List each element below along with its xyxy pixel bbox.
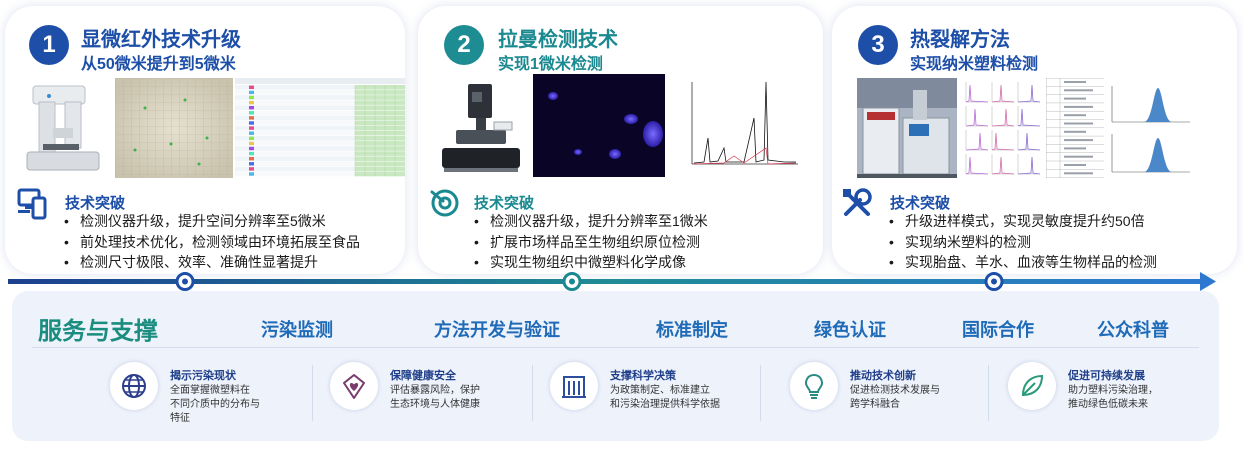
feature-tech-innovation: 推动技术创新 促进检测技术发展与 跨学科融合 [790,362,1000,422]
breakthrough-list: 检测仪器升级，提升空间分辨率至5微米 前处理技术优化，检测领域由环境拓展至食品 … [62,211,360,273]
globe-icon [110,362,158,410]
list-item: 升级进样模式，实现灵敏度提升约50倍 [887,211,1157,232]
pyrolysis-instrument-image [857,78,957,178]
chromatogram-grid-image [962,78,1044,178]
timeline-arrow [8,272,1216,291]
stage-title: 显微红外技术升级 [81,29,241,51]
heart-shield-icon [330,362,378,410]
raman-instrument-image [436,78,526,178]
timeline-node-2 [562,272,582,291]
list-item: 检测仪器升级，提升分辨率至1微米 [472,211,708,232]
breakthrough-list: 升级进样模式，实现灵敏度提升约50倍 实现纳米塑料的检测 实现胎盘、羊水、血液等… [887,211,1157,273]
feature-desc-line: 促进检测技术发展与 [850,385,940,396]
breakthrough-list: 检测仪器升级，提升分辨率至1微米 扩展市场样品至生物组织原位检测 实现生物组织中… [472,211,708,273]
category-method-development: 方法开发与验证 [434,320,560,340]
divider [760,365,761,421]
feature-description: 全面掌握微塑料在 不同介质中的分布与 特征 [170,384,260,426]
breakthrough-label: 技术突破 [890,195,951,212]
feature-sustainability: 促进可持续发展 助力塑料污染治理， 推动绿色低碳未来 [1008,362,1218,422]
feature-health-safety: 保障健康安全 评估暴露风险，保护 生态环境与人体健康 [330,362,540,422]
feature-title: 促进可持续发展 [1068,370,1145,382]
pyrolysis-peaks-image [1104,78,1194,178]
feature-desc-line: 为政策制定、标准建立 [610,385,710,396]
timeline-node-3 [984,272,1004,291]
feature-title: 支撑科学决策 [610,370,676,382]
target-icon [428,186,462,225]
stage-title: 热裂解方法 [910,29,1010,51]
feature-desc-line: 推动绿色低碳未来 [1068,399,1148,410]
compound-table-image [1046,78,1106,178]
list-item: 检测尺寸极限、效率、准确性显著提升 [62,252,360,273]
breakthrough-label: 技术突破 [65,195,126,212]
category-international-cooperation: 国际合作 [962,320,1034,340]
category-public-education: 公众科普 [1097,320,1169,340]
building-icon [550,362,598,410]
stage-card-1: 1 显微红外技术升级 从50微米提升到5微米 [5,6,405,274]
feature-description: 为政策制定、标准建立 和污染治理提供科学依据 [610,384,720,412]
timeline-node-1 [175,272,195,291]
feature-title: 揭示污染现状 [170,370,236,382]
feature-description: 评估暴露风险，保护 生态环境与人体健康 [390,384,480,412]
stage-subtitle: 实现1微米检测 [498,56,603,73]
divider [988,365,989,421]
lightbulb-icon [790,362,838,410]
feature-science-decision: 支撑科学决策 为政策制定、标准建立 和污染治理提供科学依据 [550,362,760,422]
feature-reveal-pollution: 揭示污染现状 全面掌握微塑料在 不同介质中的分布与 特征 [110,362,320,424]
feature-desc-line: 特征 [170,413,190,424]
stage-subtitle: 从50微米提升到5微米 [81,56,236,73]
breakthrough-label: 技术突破 [474,195,535,212]
filter-membrane-image [115,78,233,178]
raman-spectrum-image [684,78,802,178]
feature-title: 保障健康安全 [390,370,456,382]
feature-desc-line: 全面掌握微塑料在 [170,385,250,396]
feature-desc-line: 跨学科融合 [850,399,900,410]
raman-imaging-image [533,74,665,177]
stage-number-badge: 1 [29,25,69,65]
stage-number-badge: 2 [444,25,484,65]
category-pollution-monitoring: 污染监测 [261,320,333,340]
particle-table-image [235,78,405,178]
feature-desc-line: 不同介质中的分布与 [170,399,260,410]
stage-number-badge: 3 [858,25,898,65]
tools-icon [840,186,874,225]
list-item: 实现胎盘、羊水、血液等生物样品的检测 [887,252,1157,273]
stage-title: 拉曼检测技术 [498,29,618,51]
feature-desc-line: 和污染治理提供科学依据 [610,399,720,410]
list-item: 扩展市场样品至生物组织原位检测 [472,232,708,253]
stage-subtitle: 实现纳米塑料检测 [910,56,1039,73]
ir-microscope-image [13,78,113,178]
feature-description: 助力塑料污染治理， 推动绿色低碳未来 [1068,384,1158,412]
list-item: 实现生物组织中微塑料化学成像 [472,252,708,273]
divider [532,365,533,421]
feature-desc-line: 评估暴露风险，保护 [390,385,480,396]
category-green-certification: 绿色认证 [814,320,886,340]
stage-card-3: 3 热裂解方法 实现纳米塑料检测 [832,6,1237,274]
category-standard-setting: 标准制定 [656,320,728,340]
divider [32,347,1199,348]
support-panel: 服务与支撑 污染监测 方法开发与验证 标准制定 绿色认证 国际合作 公众科普 揭… [12,291,1219,441]
divider [312,365,313,421]
list-item: 实现纳米塑料的检测 [887,232,1157,253]
list-item: 前处理技术优化，检测领域由环境拓展至食品 [62,232,360,253]
feature-description: 促进检测技术发展与 跨学科融合 [850,384,940,412]
feature-desc-line: 助力塑料污染治理， [1068,385,1158,396]
feature-desc-line: 生态环境与人体健康 [390,399,480,410]
support-title: 服务与支撑 [38,318,158,345]
leaf-icon [1008,362,1056,410]
stage-card-2: 2 拉曼检测技术 实现1微米检测 [418,6,823,274]
devices-icon [15,186,49,225]
feature-title: 推动技术创新 [850,370,916,382]
list-item: 检测仪器升级，提升空间分辨率至5微米 [62,211,360,232]
